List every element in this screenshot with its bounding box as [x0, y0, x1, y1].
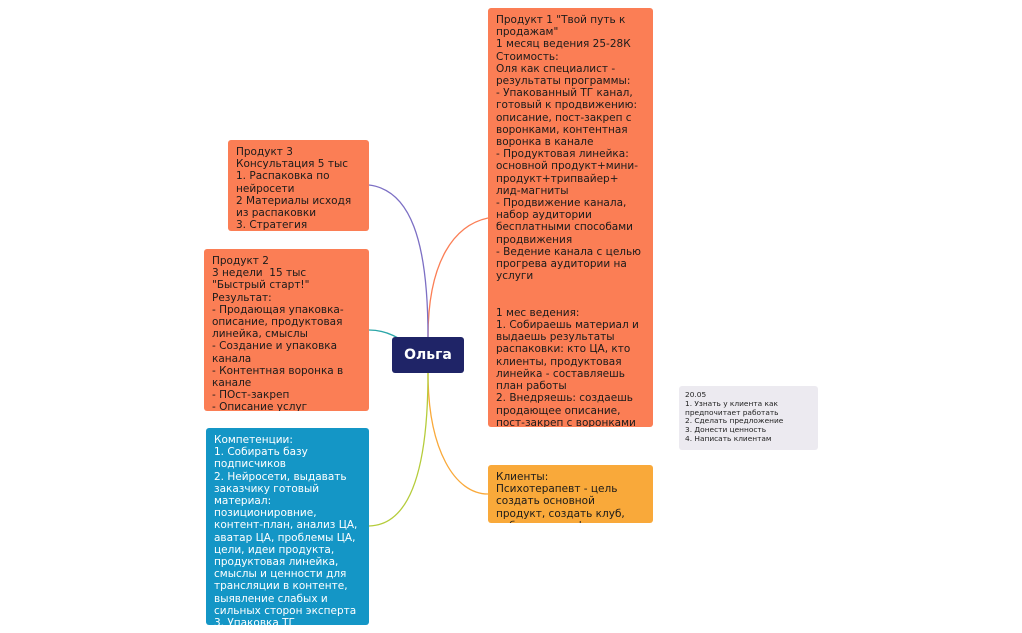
node-competencies[interactable]: Компетенции: 1. Собирать базу подписчико…: [206, 428, 369, 625]
node-product-1[interactable]: Продукт 1 "Твой путь к продажам" 1 месяц…: [488, 8, 653, 427]
link-competencies: [368, 372, 429, 527]
center-node-label: Ольга: [404, 347, 452, 363]
link-product1: [427, 217, 489, 338]
node-product-3[interactable]: Продукт 3 Консультация 5 тыс 1. Распаков…: [228, 140, 369, 231]
node-product-2[interactable]: Продукт 2 3 недели 15 тыс "Быстрый старт…: [204, 249, 369, 411]
center-node-olga[interactable]: Ольга: [392, 337, 464, 373]
sticky-note[interactable]: 20.05 1. Узнать у клиента как предпочита…: [679, 386, 818, 450]
link-clients: [427, 372, 489, 495]
link-product3: [368, 184, 429, 338]
node-clients[interactable]: Клиенты: Психотерапевт - цель создать ос…: [488, 465, 653, 523]
